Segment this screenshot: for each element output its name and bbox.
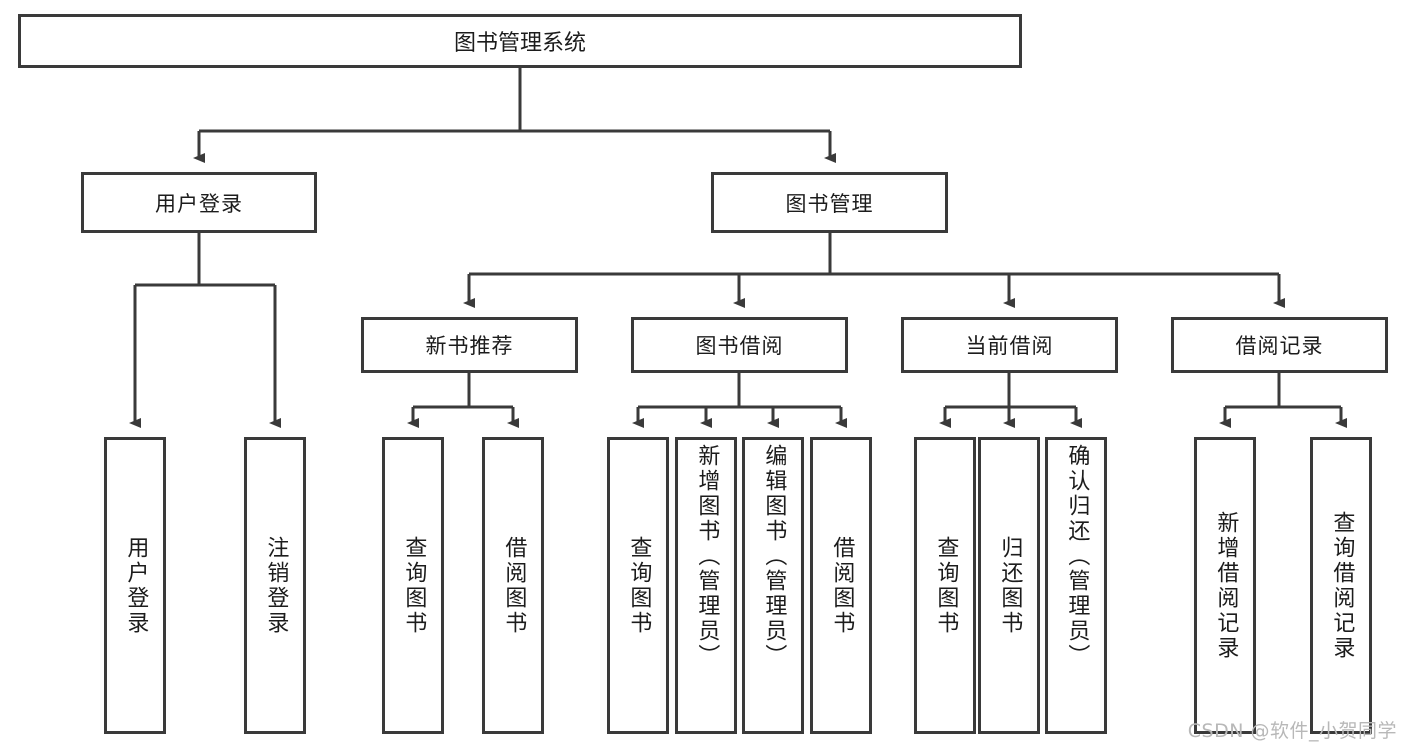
leaf-label: 查询图书 <box>933 535 959 636</box>
leaf-label: 用户登录 <box>123 535 149 636</box>
leaf-query-book-current[interactable]: 查询图书 <box>914 437 976 734</box>
leaf-label: 新增图书（管理员） <box>694 444 720 669</box>
leaf-label: 查询借阅记录 <box>1329 510 1355 661</box>
leaf-borrow-book[interactable]: 借阅图书 <box>810 437 872 734</box>
leaf-return-book[interactable]: 归还图书 <box>978 437 1040 734</box>
leaf-label: 注销登录 <box>263 535 289 636</box>
leaf-add-borrow-record[interactable]: 新增借阅记录 <box>1194 437 1256 734</box>
leaf-borrow-book-recommend[interactable]: 借阅图书 <box>482 437 544 734</box>
node-label: 图书管理 <box>785 191 874 216</box>
leaf-label: 借阅图书 <box>501 535 527 636</box>
leaf-edit-book-admin[interactable]: 编辑图书（管理员） <box>742 437 804 734</box>
node-root-system[interactable]: 图书管理系统 <box>18 14 1022 68</box>
watermark: CSDN @软件_小贺同学 <box>1187 720 1397 742</box>
node-user-login[interactable]: 用户登录 <box>81 172 317 233</box>
leaf-user-logout[interactable]: 注销登录 <box>244 437 306 734</box>
leaf-confirm-return-admin[interactable]: 确认归还（管理员） <box>1045 437 1107 734</box>
leaf-label: 新增借阅记录 <box>1213 510 1239 661</box>
leaf-label: 归还图书 <box>997 535 1023 636</box>
leaf-label: 查询图书 <box>626 535 652 636</box>
node-label: 新书推荐 <box>425 334 514 358</box>
leaf-label: 确认归还（管理员） <box>1064 444 1090 669</box>
node-label: 借阅记录 <box>1235 334 1324 358</box>
leaf-label: 查询图书 <box>401 535 427 636</box>
leaf-query-borrow-record[interactable]: 查询借阅记录 <box>1310 437 1372 734</box>
node-new-book-recommend[interactable]: 新书推荐 <box>361 317 578 373</box>
node-label: 用户登录 <box>155 191 243 216</box>
leaf-label: 编辑图书（管理员） <box>761 444 787 669</box>
leaf-add-book-admin[interactable]: 新增图书（管理员） <box>675 437 737 734</box>
node-borrow-record[interactable]: 借阅记录 <box>1171 317 1388 373</box>
node-book-management[interactable]: 图书管理 <box>711 172 948 233</box>
leaf-user-login[interactable]: 用户登录 <box>104 437 166 734</box>
leaf-query-book-borrow[interactable]: 查询图书 <box>607 437 669 734</box>
node-label: 图书借阅 <box>695 334 784 358</box>
node-label: 图书管理系统 <box>453 31 586 56</box>
leaf-label: 借阅图书 <box>829 535 855 636</box>
node-label: 当前借阅 <box>965 334 1054 358</box>
node-current-borrow[interactable]: 当前借阅 <box>901 317 1118 373</box>
leaf-query-book-recommend[interactable]: 查询图书 <box>382 437 444 734</box>
node-book-borrow[interactable]: 图书借阅 <box>631 317 848 373</box>
